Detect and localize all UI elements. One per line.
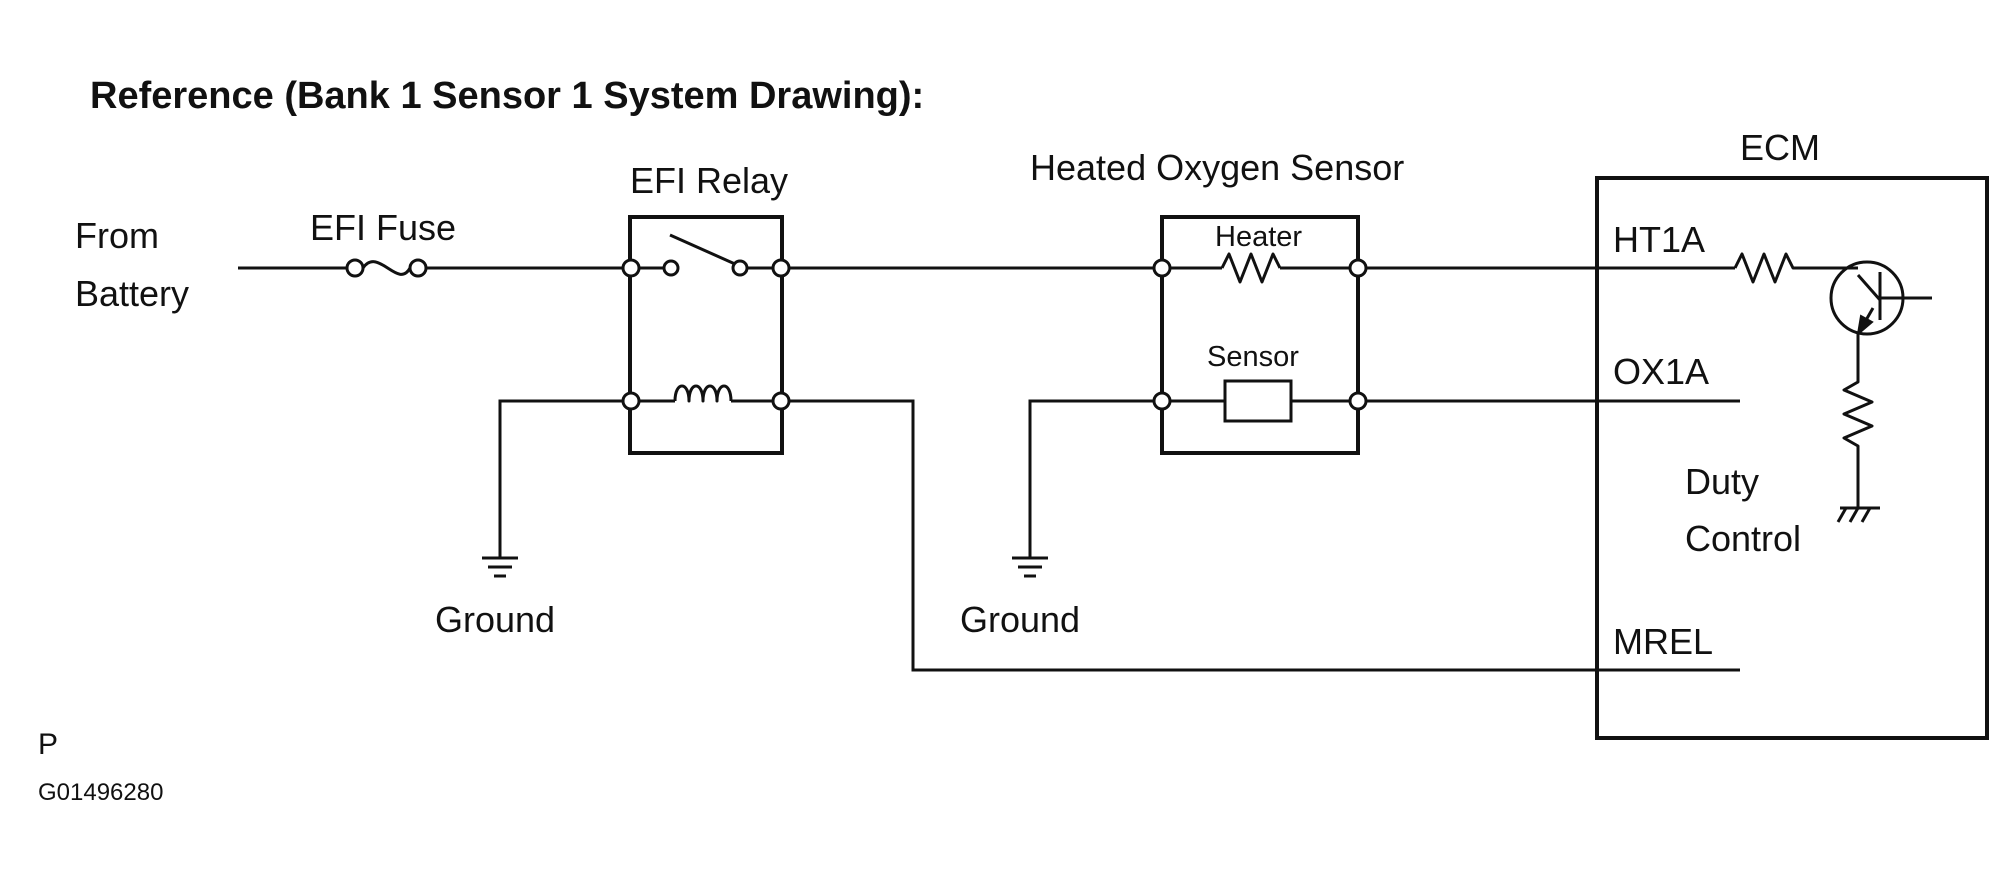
fuse-icon [361,260,412,276]
ecm-pin-mrel: MREL [1613,621,1713,662]
ecm: ECM HT1A OX1A MREL Duty Control [1595,127,1989,740]
relay-terminal-in [621,258,641,278]
heater-label: Heater [1215,221,1302,253]
sensor-label: Sensor [1207,341,1299,373]
ecm-pin-ox1a: OX1A [1613,351,1709,392]
footer-mark: P [38,728,58,761]
efi-fuse-label: EFI Fuse [310,207,456,248]
heated-oxygen-sensor-box [1160,215,1360,455]
ground-right-label: Ground [960,599,1080,640]
figure-code: G01496280 [38,779,163,806]
sensor-ground-wire [1028,399,1154,558]
fuse-terminal-left [345,258,365,278]
chassis-ground-icon [1836,506,1880,523]
fuse-terminal-right [408,258,428,278]
diagram-title: Reference (Bank 1 Sensor 1 System Drawin… [90,75,924,117]
relay-coil-terminal-right [771,391,791,411]
heater-terminal-left [1152,258,1172,278]
from-battery-label-line1: From [75,215,159,256]
efi-relay-box [628,215,784,455]
ecm-label: ECM [1740,127,1820,168]
heated-oxygen-sensor-label: Heated Oxygen Sensor [1030,147,1404,188]
heater-terminal-right [1348,258,1368,278]
relay-switch-blade [669,233,736,266]
efi-relay-label: EFI Relay [630,160,788,201]
sensor-terminal-right [1348,391,1368,411]
ecm-box [1595,176,1989,740]
relay-terminal-out [771,258,791,278]
ground-symbol-left [482,556,518,578]
duty-control-label-line1: Duty [1685,461,1759,502]
sensor-element-icon [1223,379,1293,423]
ground-left-label: Ground [435,599,555,640]
ground-symbol-right [1012,556,1048,578]
efi-relay: EFI Relay [621,160,791,455]
ecm-base-resistor-icon [1733,252,1818,284]
heater-resistor-icon [1220,252,1282,284]
transistor-collector [1856,274,1882,301]
duty-control-label-line2: Control [1685,518,1801,559]
relay-coil-ground-wire [498,399,623,558]
relay-coil-icon [673,384,733,403]
sensor-terminal-left [1152,391,1172,411]
relay-contact-left [662,259,680,277]
ecm-emitter-resistor-icon [1842,334,1874,508]
relay-to-mrel-wire [789,399,1740,672]
ecm-pin-ht1a: HT1A [1613,219,1705,260]
transistor-arrow-icon [1856,314,1874,337]
efi-fuse: EFI Fuse [310,207,456,278]
from-battery-label-line2: Battery [75,273,189,314]
heated-oxygen-sensor: Heated Oxygen Sensor Heater Sensor [1030,147,1404,455]
relay-coil-terminal-left [621,391,641,411]
relay-contact-right [731,259,749,277]
